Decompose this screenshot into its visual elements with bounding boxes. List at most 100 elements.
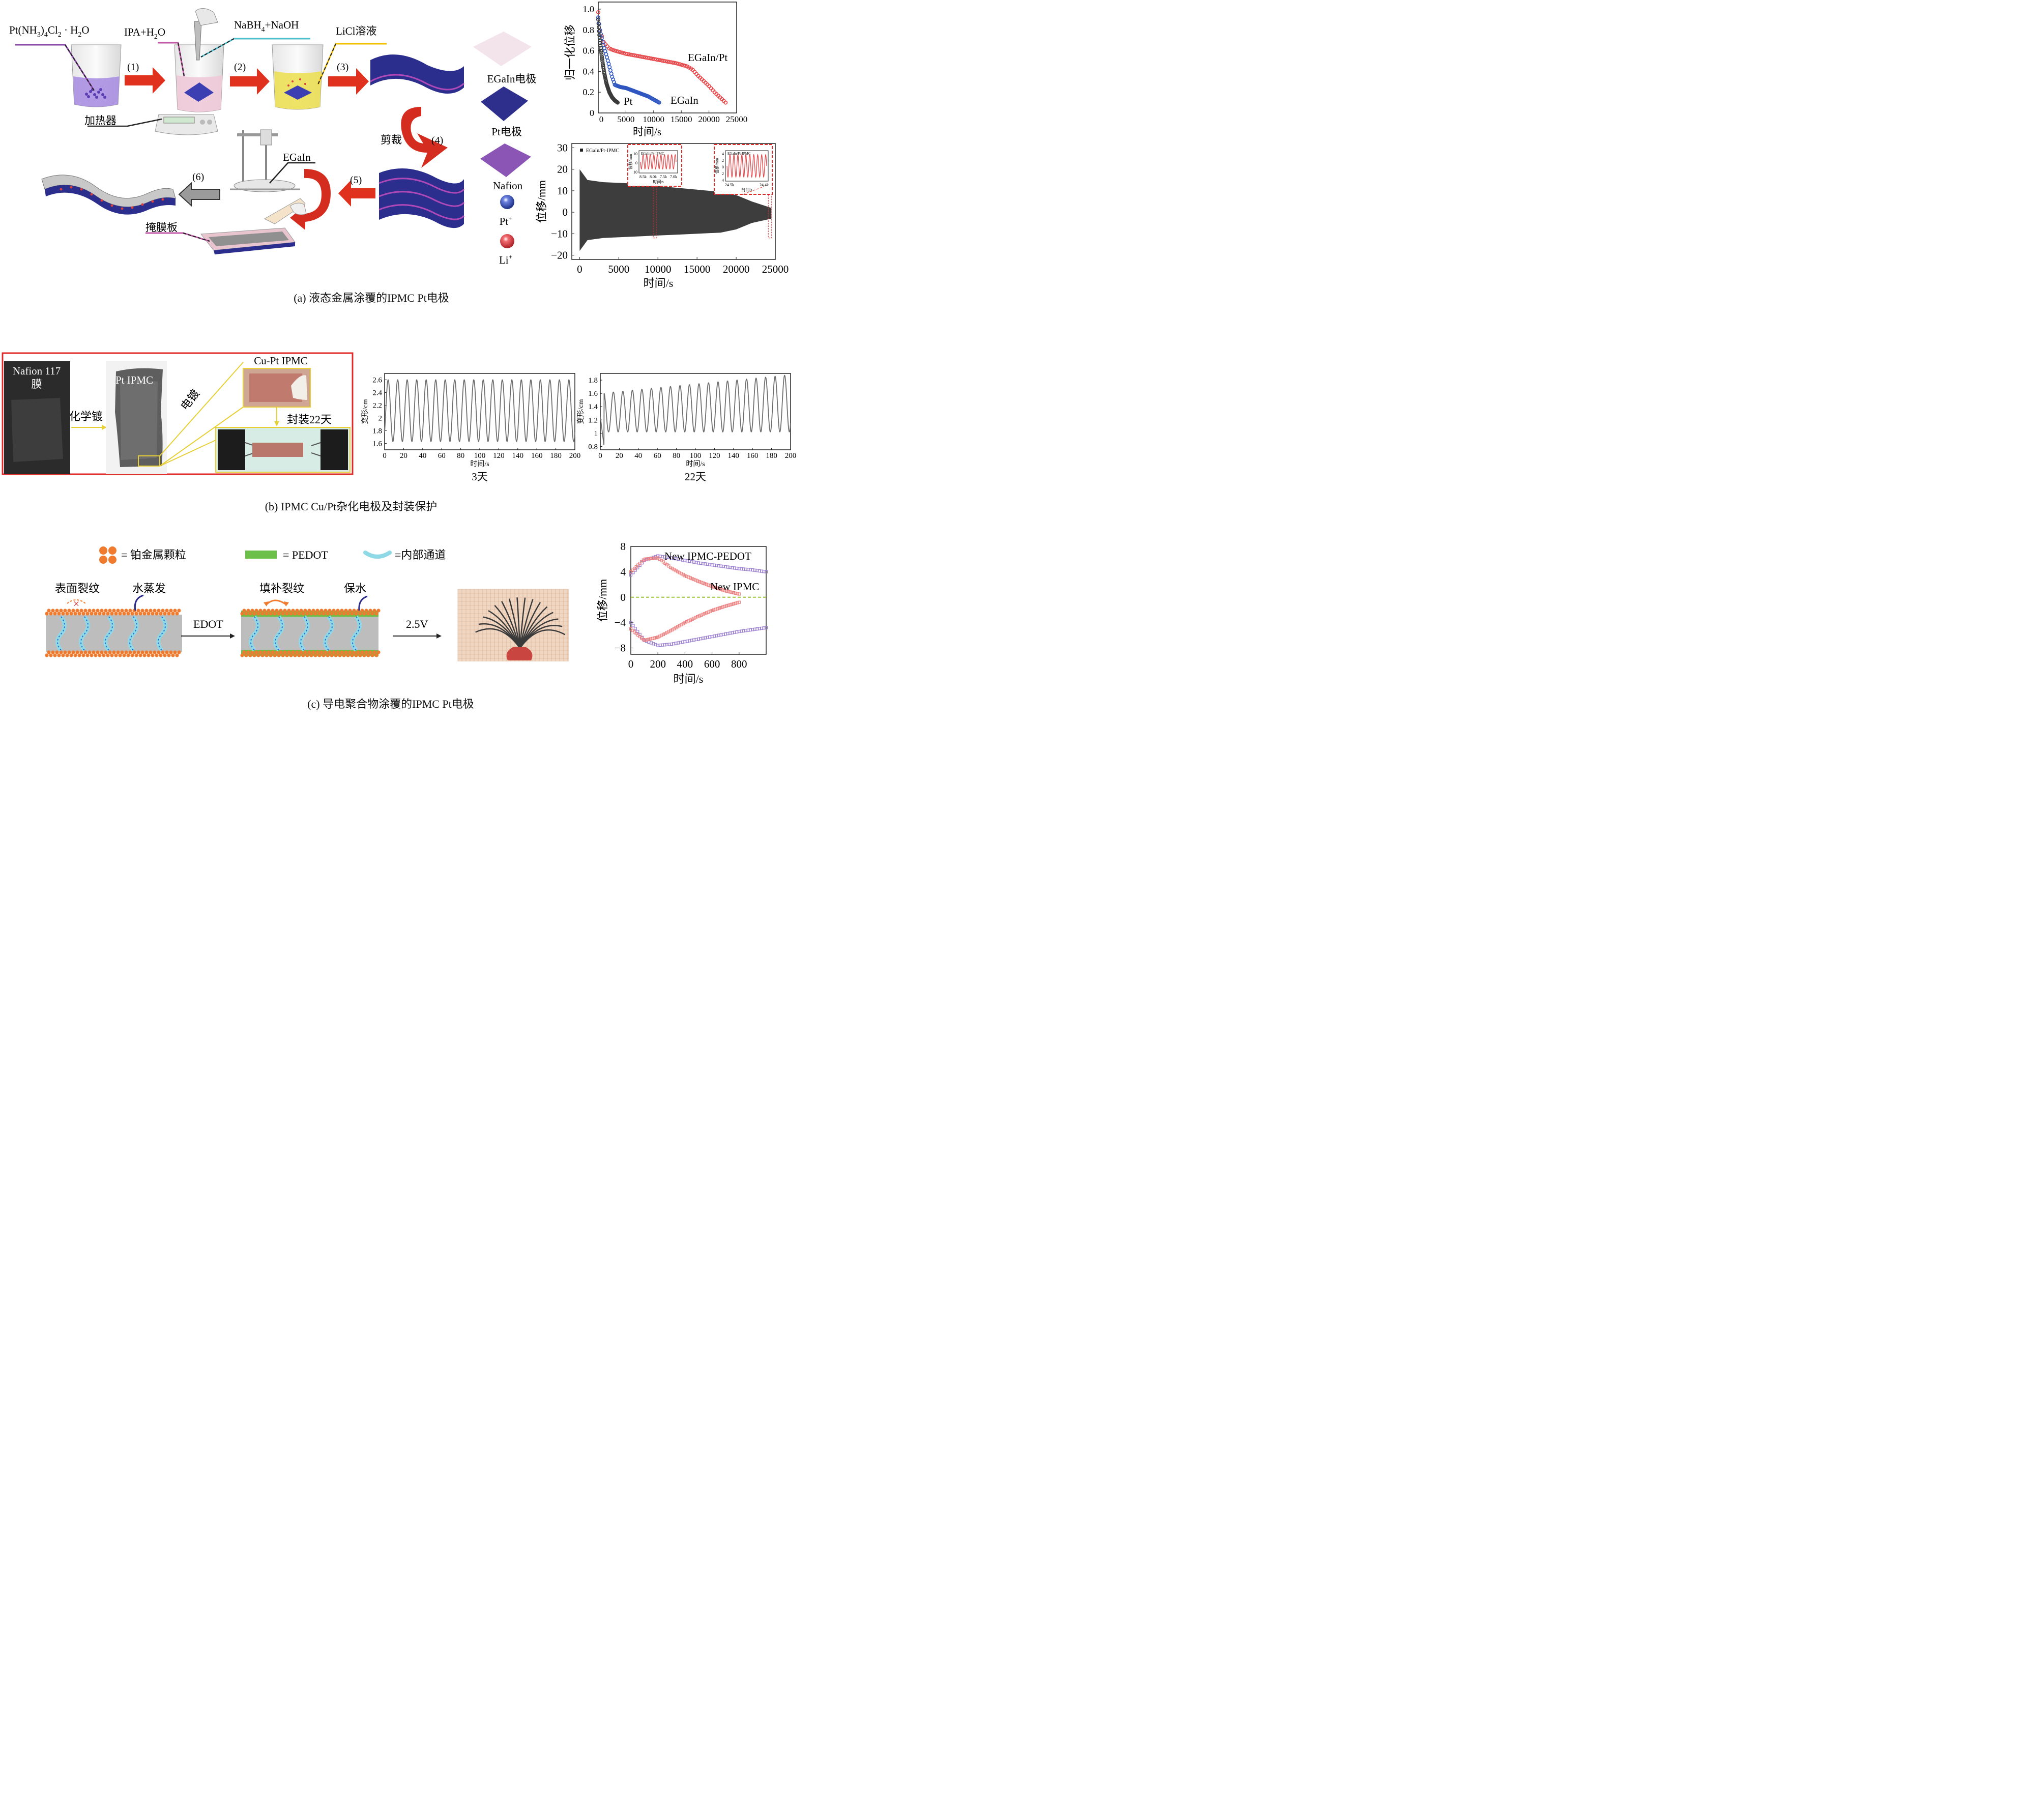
- c-point-newipmc: [691, 577, 693, 580]
- pt-particle: [163, 653, 166, 657]
- a2-inset-ytick-label: 2: [722, 171, 724, 176]
- c-xtick-label: 400: [677, 658, 693, 670]
- pt-particle: [258, 609, 262, 612]
- c-ytick-label: −8: [615, 642, 626, 654]
- pt-particle: [134, 653, 138, 657]
- final-device: [42, 175, 176, 215]
- chart-cycling-displacement: 05000100001500020000250003020100−10−20时间…: [535, 141, 789, 290]
- pt-particle: [65, 653, 69, 657]
- b2-xtick-label: 140: [728, 452, 740, 460]
- a2-inset-xtick-label: 7.5k: [660, 175, 667, 179]
- step-4-label: (4): [431, 135, 443, 146]
- pt-particle: [307, 650, 311, 654]
- a2-ytick-label: 10: [557, 185, 568, 197]
- pt-particle: [350, 653, 354, 657]
- pt-particle: [242, 609, 246, 612]
- reagent-ipa: IPA+H2O: [124, 26, 165, 41]
- pt-particle: [153, 650, 156, 654]
- pt-particle: [295, 650, 299, 654]
- pt-particle: [110, 653, 113, 657]
- step-3-label: (3): [337, 62, 348, 73]
- pt-particle: [49, 653, 52, 657]
- edot-label: EDOT: [193, 618, 223, 630]
- c-ytick-label: −4: [615, 617, 626, 629]
- a1-xtick-label: 0: [599, 114, 604, 124]
- c-ytick-label: 8: [621, 540, 626, 553]
- a2-inset-ytick-label: 4: [722, 152, 724, 156]
- encapsulated-label: 封装22天: [287, 413, 332, 426]
- pt-particle: [63, 609, 67, 612]
- fill-crack-label: 填补裂纹: [259, 582, 304, 595]
- c-xtick-label: 600: [704, 658, 720, 670]
- pt-particle: [330, 653, 333, 657]
- pt-particle: [240, 653, 244, 657]
- pt-particle: [161, 609, 164, 612]
- pt-particle: [102, 653, 105, 657]
- a2-xtick-label: 0: [577, 263, 582, 275]
- a2-ytick-label: 0: [563, 206, 568, 218]
- pt-particle: [356, 650, 360, 654]
- pt-particle: [124, 609, 128, 612]
- pt-particle: [348, 650, 352, 654]
- b1-ytick-label: 2.4: [372, 389, 382, 397]
- a2-ytick-label: 20: [557, 163, 568, 176]
- pt-particle: [352, 609, 356, 612]
- pt-particle: [305, 653, 309, 657]
- pt-particle: [155, 653, 158, 657]
- a1-ytick-label: 0.4: [583, 66, 595, 76]
- b1-xtick-label: 200: [569, 452, 581, 460]
- a2-inset-xtick-label: 8.5k: [639, 175, 647, 179]
- pt-particle: [61, 612, 65, 615]
- pt-particle: [269, 653, 272, 657]
- pt-particle: [153, 609, 156, 612]
- pt-particle: [263, 609, 266, 612]
- pt-particle: [311, 609, 315, 612]
- pt-particle: [366, 653, 370, 657]
- b1-xtick-label: 180: [550, 452, 562, 460]
- c-point-newipmc: [689, 619, 692, 621]
- pt-particle: [285, 612, 288, 615]
- pt-particle: [173, 650, 177, 654]
- c-point-newipmc: [693, 617, 695, 620]
- pt-particle: [279, 609, 282, 612]
- c-point-newipmc: [685, 575, 688, 577]
- a1-ytick-label: 1.0: [583, 4, 595, 14]
- pt-particle: [344, 609, 347, 612]
- pt-particle: [293, 653, 297, 657]
- pt-particle: [114, 653, 118, 657]
- pt-particle: [81, 653, 85, 657]
- pt-particle: [246, 609, 250, 612]
- pt-particle: [138, 653, 142, 657]
- pt-particle: [140, 650, 144, 654]
- c-point-newipmc: [702, 613, 704, 616]
- pt-particle: [104, 609, 107, 612]
- pt-particle: [328, 650, 331, 654]
- pt-particle: [350, 612, 354, 615]
- a2-xtick-label: 5000: [608, 263, 629, 275]
- c-point-newipmc: [709, 610, 712, 613]
- b1-xtick-label: 20: [400, 452, 407, 460]
- pt-particle: [69, 612, 73, 615]
- pedot-swatch: [245, 551, 277, 559]
- a1-xtick-label: 15000: [671, 114, 692, 124]
- pt-particle: [136, 609, 140, 612]
- pt-particle: [130, 653, 134, 657]
- b2-xtick-label: 180: [766, 452, 777, 460]
- a2-ytick-label: 30: [557, 141, 568, 154]
- pt-particle: [110, 612, 113, 615]
- b1-ylabel: 变形/cm: [361, 399, 369, 424]
- pt-particle: [122, 653, 126, 657]
- b2-xtick-label: 200: [785, 452, 797, 460]
- pt-particle: [157, 609, 160, 612]
- pt-particle: [55, 650, 59, 654]
- pt-particle: [319, 650, 323, 654]
- pt-particle: [328, 609, 331, 612]
- pt-particle: [163, 612, 166, 615]
- pt-particle: [177, 650, 181, 654]
- b2-ylabel: 变形/cm: [577, 399, 585, 424]
- panel-c-figure: = 铂金属颗粒 = PEDOT =内部通道 × 表面裂纹 水蒸发 EDOT 填补…: [0, 539, 798, 711]
- pt-particle: [175, 653, 179, 657]
- pt-particle: [53, 653, 56, 657]
- b2-title: 22天: [685, 471, 706, 483]
- legend-channel: =内部通道: [395, 548, 446, 561]
